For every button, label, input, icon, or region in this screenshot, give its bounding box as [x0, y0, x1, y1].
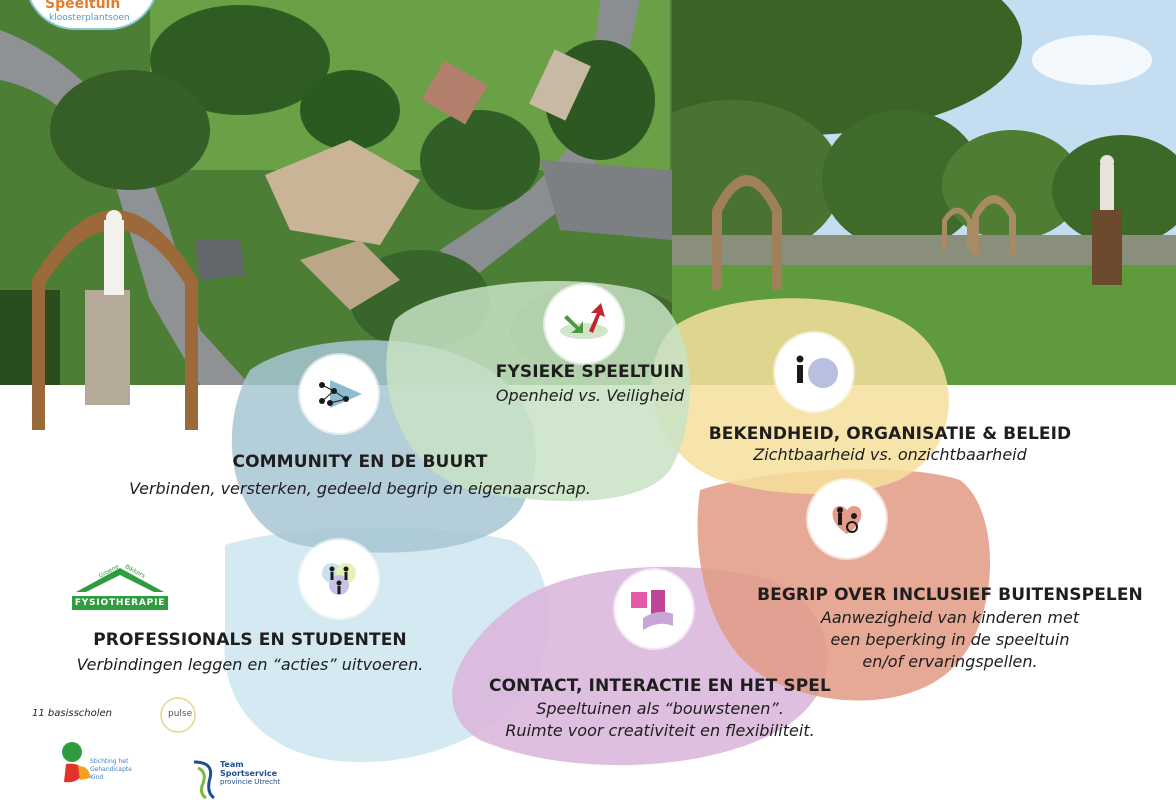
blocks-icon	[615, 570, 693, 648]
pulse-text: pulse	[168, 709, 193, 719]
contact-line-2: Ruimte voor creativiteit en flexibilitei…	[505, 721, 815, 740]
network-icon	[300, 355, 378, 433]
bekendheid-subtitle: Zichtbaarheid vs. onzichtbaarheid	[753, 445, 1027, 464]
stichting-logo: Stichting het Gehandicapte Kind	[60, 740, 170, 788]
theme-contact: CONTACT, INTERACTIE EN HET SPEL Speeltui…	[450, 676, 870, 742]
team-sportservice-logo: Team Sportservice provincie Utrecht	[192, 758, 312, 802]
theme-professionals: PROFESSIONALS EN STUDENTEN Verbindingen …	[40, 630, 460, 676]
fysio-logo: Groene Bikkers FYSIOTHERAPIE	[72, 562, 168, 612]
people-circles-icon	[300, 540, 378, 618]
begrip-line-1: Aanwezigheid van kinderen met	[820, 608, 1080, 627]
bekendheid-title: BEKENDHEID, ORGANISATIE & BELEID	[708, 424, 1072, 444]
team-line-2: Sportservice	[220, 769, 278, 778]
fysiek-title: FYSIEKE SPEELTUIN	[495, 362, 685, 382]
stichting-line-2: Gehandicapte	[90, 766, 132, 773]
team-line-1: Team	[220, 760, 244, 769]
blob-red	[697, 469, 990, 701]
begrip-line-2: een beperking in de speeltuin	[830, 630, 1070, 649]
stichting-line-3: Kind	[90, 774, 104, 781]
logo-title: Speeltuin	[45, 0, 121, 12]
schools-label: 11 basisscholen	[32, 708, 113, 719]
wheelchair-heart-icon	[808, 480, 886, 558]
fysiek-subtitle: Openheid vs. Veiligheid	[495, 386, 685, 405]
info-chat-icon	[775, 333, 853, 411]
theme-bekendheid: BEKENDHEID, ORGANISATIE & BELEID Zichtba…	[690, 424, 1090, 466]
community-subtitle: Verbinden, versterken, gedeeld begrip en…	[129, 479, 591, 498]
begrip-line-3: en/of ervaringspellen.	[862, 652, 1038, 671]
theme-begrip: BEGRIP OVER INCLUSIEF BUITENSPELEN Aanwe…	[740, 585, 1160, 673]
logo-subtitle: kloosterplantsoen	[49, 13, 130, 23]
arrows-icon	[545, 285, 623, 363]
team-line-3: provincie Utrecht	[220, 778, 281, 786]
stichting-line-1: Stichting het	[90, 758, 129, 765]
professionals-subtitle: Verbindingen leggen en “acties” uitvoere…	[76, 655, 424, 674]
begrip-title: BEGRIP OVER INCLUSIEF BUITENSPELEN	[757, 585, 1143, 605]
arch-sculpture	[32, 210, 198, 430]
contact-title: CONTACT, INTERACTIE EN HET SPEL	[489, 676, 831, 696]
aerial-photo	[0, 0, 672, 385]
theme-fysiek: FYSIEKE SPEELTUIN Openheid vs. Veilighei…	[470, 362, 710, 407]
professionals-title: PROFESSIONALS EN STUDENTEN	[93, 630, 407, 650]
pulse-logo: pulse	[150, 697, 206, 733]
fysio-label: FYSIOTHERAPIE	[72, 596, 168, 610]
theme-community: COMMUNITY EN DE BUURT Verbinden, verster…	[80, 452, 640, 500]
contact-line-1: Speeltuinen als “bouwstenen”.	[536, 699, 784, 718]
community-title: COMMUNITY EN DE BUURT	[232, 452, 488, 472]
